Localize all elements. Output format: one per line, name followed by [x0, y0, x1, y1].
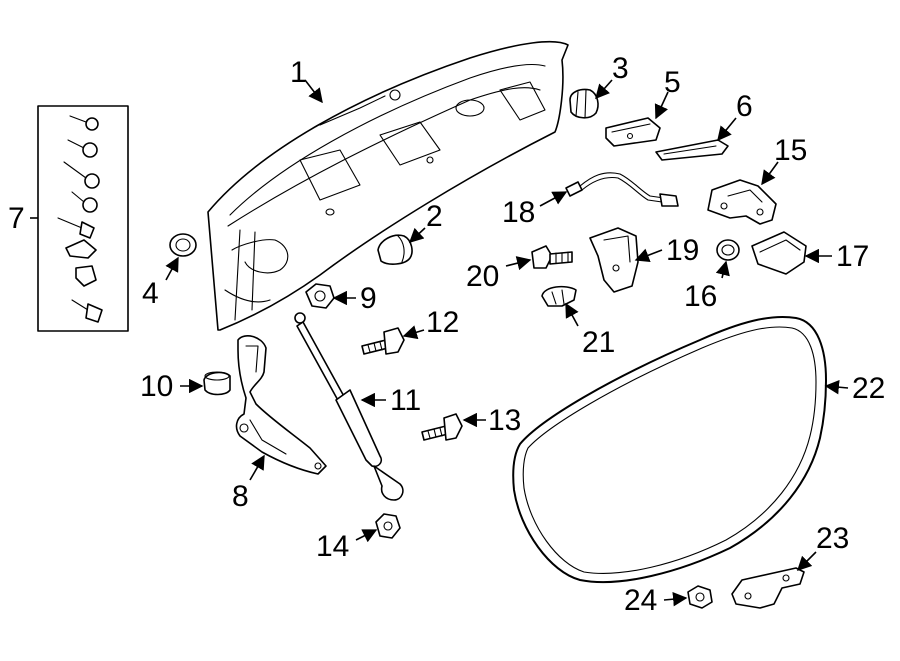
leader-12	[402, 325, 425, 340]
clip-1	[65, 239, 97, 259]
callout-22: 22	[852, 372, 885, 405]
fastener-kit-part-7	[37, 105, 129, 332]
leader-6	[717, 117, 737, 142]
leader-2	[408, 227, 426, 243]
weatherstrip-part-22	[512, 315, 827, 584]
callout-14: 14	[316, 530, 349, 563]
bracket-part-5	[605, 117, 661, 147]
callout-21: 21	[582, 326, 615, 359]
leader-5	[654, 91, 669, 120]
nut-part-14	[375, 513, 401, 539]
leader-16	[715, 260, 730, 279]
bolt-part-12	[361, 327, 405, 355]
callout-13: 13	[488, 404, 521, 437]
callout-20: 20	[466, 260, 499, 293]
callout-19: 19	[666, 234, 699, 267]
nut-part-9	[305, 283, 335, 309]
leader-4	[165, 256, 179, 281]
striker-part-23	[731, 567, 805, 609]
handle-part-6	[655, 139, 729, 161]
clip-2	[75, 265, 97, 287]
nut-part-24	[687, 585, 713, 609]
clip-part-21	[541, 285, 577, 307]
callout-15: 15	[774, 134, 807, 167]
callout-3: 3	[612, 52, 629, 85]
callout-23: 23	[816, 522, 849, 555]
callout-8: 8	[232, 480, 249, 513]
leader-23	[796, 551, 817, 572]
rivet	[57, 217, 95, 239]
callout-18: 18	[502, 196, 535, 229]
callout-1: 1	[290, 56, 307, 89]
screw-1	[69, 115, 99, 131]
leader-lines	[30, 79, 849, 607]
callout-2: 2	[426, 200, 443, 233]
hinge-part-8	[235, 335, 327, 475]
bumper-part-3	[569, 88, 599, 119]
bumper-part-2	[377, 234, 413, 265]
grommet-part-16	[716, 239, 740, 261]
callout-9: 9	[360, 282, 377, 315]
leader-19	[634, 248, 663, 263]
leader-24	[663, 592, 688, 607]
push-pin	[71, 299, 103, 323]
screw-4	[71, 191, 98, 213]
leader-21	[565, 302, 579, 327]
screw-3	[63, 161, 100, 189]
bumper-part-10	[203, 371, 231, 396]
bolt-part-20	[531, 245, 573, 269]
leader-3	[595, 79, 613, 100]
switch-part-17	[751, 231, 807, 275]
trunk-lid-part	[207, 40, 569, 331]
callout-7: 7	[8, 202, 25, 235]
leader-14	[355, 529, 378, 543]
leader-20	[505, 256, 532, 271]
gas-strut-part-11	[294, 312, 404, 501]
latch-part-15	[707, 179, 777, 225]
leader-15	[761, 161, 779, 186]
grommet-part-4	[169, 233, 197, 257]
leader-8	[249, 454, 265, 481]
callout-11: 11	[390, 384, 421, 417]
leader-1	[304, 79, 323, 104]
callout-16: 16	[684, 280, 717, 313]
cable-part-18	[565, 172, 679, 207]
callout-17: 17	[836, 240, 869, 273]
leader-18	[539, 191, 568, 207]
callout-12: 12	[426, 306, 459, 339]
screw-2	[67, 139, 98, 158]
callout-6: 6	[736, 90, 753, 123]
callout-24: 24	[624, 584, 657, 617]
cover-part-19	[589, 227, 639, 293]
callout-10: 10	[140, 370, 173, 403]
callout-labels: 1 2 3 4 5 6 7 8 9 10 11 12 13 14 15 16 1…	[8, 52, 885, 617]
bolt-part-13	[421, 413, 463, 441]
leader-22	[824, 380, 849, 395]
callout-5: 5	[664, 66, 681, 99]
callout-4: 4	[142, 277, 159, 310]
